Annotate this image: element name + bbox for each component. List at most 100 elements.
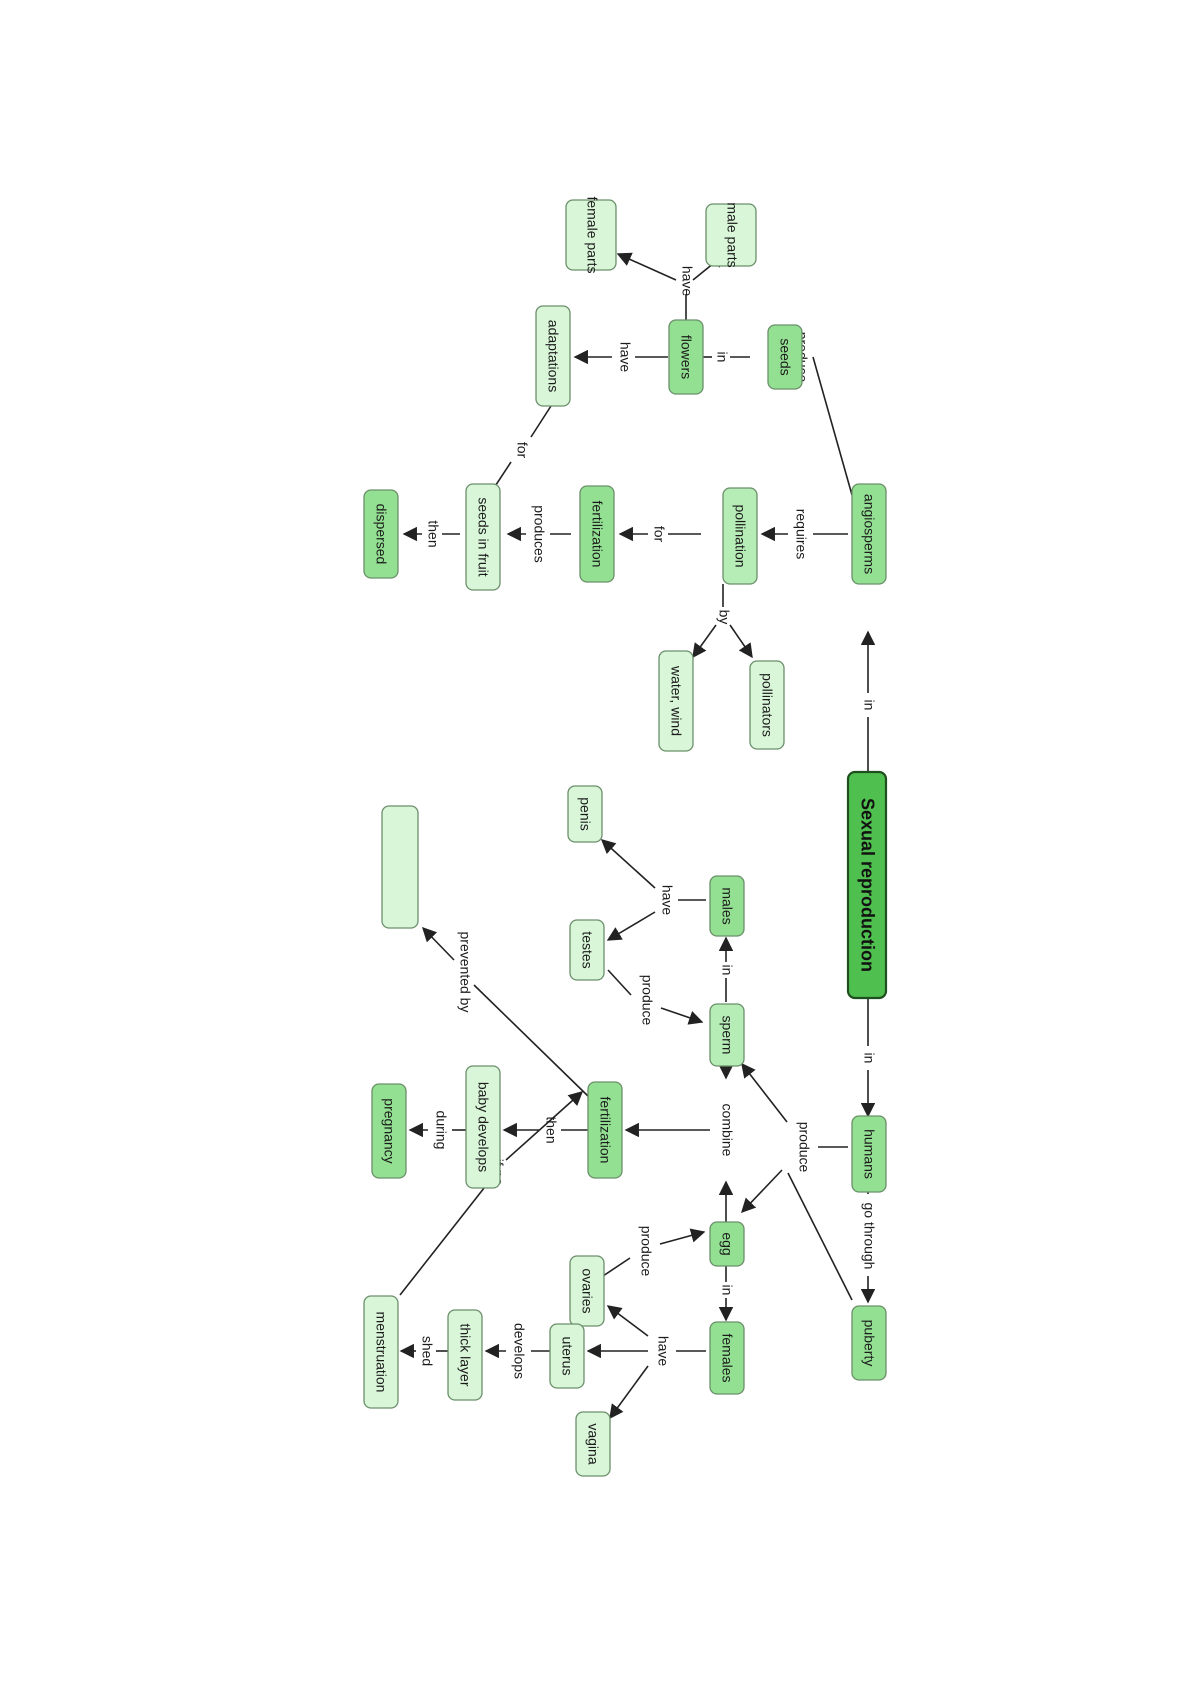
node-seeds-in-fruit[interactable]: seeds in fruit xyxy=(465,483,501,591)
node-sexual-reproduction[interactable]: Sexual reproduction xyxy=(846,770,888,1000)
node-male-parts[interactable]: male parts xyxy=(705,202,757,268)
node-label: menstruation xyxy=(373,1312,389,1393)
node-label: dispersed xyxy=(373,504,389,565)
node-label: testes xyxy=(579,931,595,968)
link-then-dispersed: then xyxy=(425,520,441,547)
node-box xyxy=(363,489,399,579)
link-shed: shed xyxy=(419,1336,435,1366)
link-during: during xyxy=(433,1111,449,1150)
node-vagina[interactable]: vagina xyxy=(575,1411,611,1477)
node-pollination[interactable]: pollination xyxy=(722,487,758,585)
node-label: pollinators xyxy=(759,673,775,737)
node-box xyxy=(851,1115,887,1193)
node-adaptations[interactable]: adaptations xyxy=(535,305,571,407)
node-label: males xyxy=(719,887,735,924)
node-label: vagina xyxy=(585,1423,601,1464)
line-menstruation-ifno xyxy=(399,1182,489,1296)
link-produce-humans: produce xyxy=(796,1122,812,1173)
link-produce-testes: produce xyxy=(639,975,655,1026)
node-box xyxy=(363,1295,399,1409)
node-fertilization-plant[interactable]: fertilization xyxy=(579,485,615,583)
node-pollinators[interactable]: pollinators xyxy=(749,660,785,750)
line-produce-egg2 xyxy=(659,1228,706,1245)
node-males[interactable]: males xyxy=(709,875,745,937)
line-have-testes xyxy=(606,911,656,941)
node-egg[interactable]: egg xyxy=(709,1221,745,1267)
node-humans[interactable]: humans xyxy=(851,1115,887,1193)
line-have-female xyxy=(616,252,677,281)
link-develops: develops xyxy=(511,1323,527,1379)
node-box xyxy=(668,319,704,395)
node-dispersed[interactable]: dispersed xyxy=(363,489,399,579)
node-box xyxy=(371,1083,407,1179)
node-box xyxy=(749,660,785,750)
node-box xyxy=(851,483,887,585)
node-testes[interactable]: testes xyxy=(569,919,605,981)
node-box xyxy=(846,770,888,1000)
link-in-flowers: in xyxy=(714,352,730,363)
node-baby-develops[interactable]: baby develops xyxy=(465,1065,501,1189)
node-water-wind[interactable]: water, wind xyxy=(658,650,694,752)
link-have-males: have xyxy=(659,885,675,916)
line-by-pollinators xyxy=(729,624,753,659)
node-label: fertilization xyxy=(589,501,605,568)
node-box xyxy=(565,199,617,271)
link-prevented-by: prevented by xyxy=(457,932,473,1013)
node-puberty[interactable]: puberty xyxy=(851,1305,887,1381)
node-females[interactable]: females xyxy=(709,1321,745,1395)
node-label: angiosperms xyxy=(861,494,877,574)
node-box xyxy=(567,785,603,843)
node-box xyxy=(851,1305,887,1381)
link-requires: requires xyxy=(793,509,809,560)
line-have-ovaries xyxy=(606,1305,649,1337)
node-label: puberty xyxy=(861,1320,877,1367)
link-produce-ovaries: produce xyxy=(638,1226,654,1277)
node-box xyxy=(587,1081,623,1179)
node-label: female parts xyxy=(584,196,600,273)
node-box xyxy=(535,305,571,407)
node-box xyxy=(705,203,757,267)
line-produce-sperm xyxy=(741,1062,788,1123)
line-by-water xyxy=(692,624,717,659)
node-label: uterus xyxy=(559,1337,575,1376)
node-box xyxy=(381,805,419,929)
node-box xyxy=(709,1321,745,1395)
node-ovaries[interactable]: ovaries xyxy=(569,1255,605,1327)
node-female-parts[interactable]: female parts xyxy=(565,196,617,274)
node-box xyxy=(465,483,501,591)
node-box xyxy=(465,1065,501,1189)
connector-lines xyxy=(399,252,876,1420)
link-by: by xyxy=(716,610,732,625)
node-label: thick layer xyxy=(457,1323,473,1386)
node-box xyxy=(709,875,745,937)
node-penis[interactable]: penis xyxy=(567,785,603,843)
node-box xyxy=(549,1323,585,1389)
link-in-humans: in xyxy=(861,1053,877,1064)
line-testes-produce xyxy=(607,969,632,996)
line-angio-produce xyxy=(812,356,853,496)
node-angiosperms[interactable]: angiosperms xyxy=(851,483,887,585)
line-ifno-fertilization xyxy=(505,1091,584,1161)
node-box xyxy=(722,487,758,585)
node-label: flowers xyxy=(678,335,694,379)
node-thick-layer[interactable]: thick layer xyxy=(447,1309,483,1401)
node-box xyxy=(767,324,803,390)
node-uterus[interactable]: uterus xyxy=(549,1323,585,1389)
node-menstruation[interactable]: menstruation xyxy=(363,1295,399,1409)
node-label: pregnancy xyxy=(381,1098,397,1163)
node-blank[interactable] xyxy=(381,805,419,929)
node-seeds[interactable]: seeds xyxy=(767,324,803,390)
link-go-through: go through xyxy=(861,1203,877,1270)
line-prevented-blank xyxy=(421,926,455,961)
node-sperm[interactable]: sperm xyxy=(709,1003,745,1067)
node-box xyxy=(569,919,605,981)
link-have-adaptations: have xyxy=(617,342,633,373)
node-pregnancy[interactable]: pregnancy xyxy=(371,1083,407,1179)
node-box xyxy=(579,485,615,583)
link-have-females: have xyxy=(655,1336,671,1367)
node-flowers[interactable]: flowers xyxy=(668,319,704,395)
node-box xyxy=(569,1255,605,1327)
line-produce-to-sperm xyxy=(660,1007,704,1025)
node-fertilization-human[interactable]: fertilization xyxy=(587,1081,623,1179)
